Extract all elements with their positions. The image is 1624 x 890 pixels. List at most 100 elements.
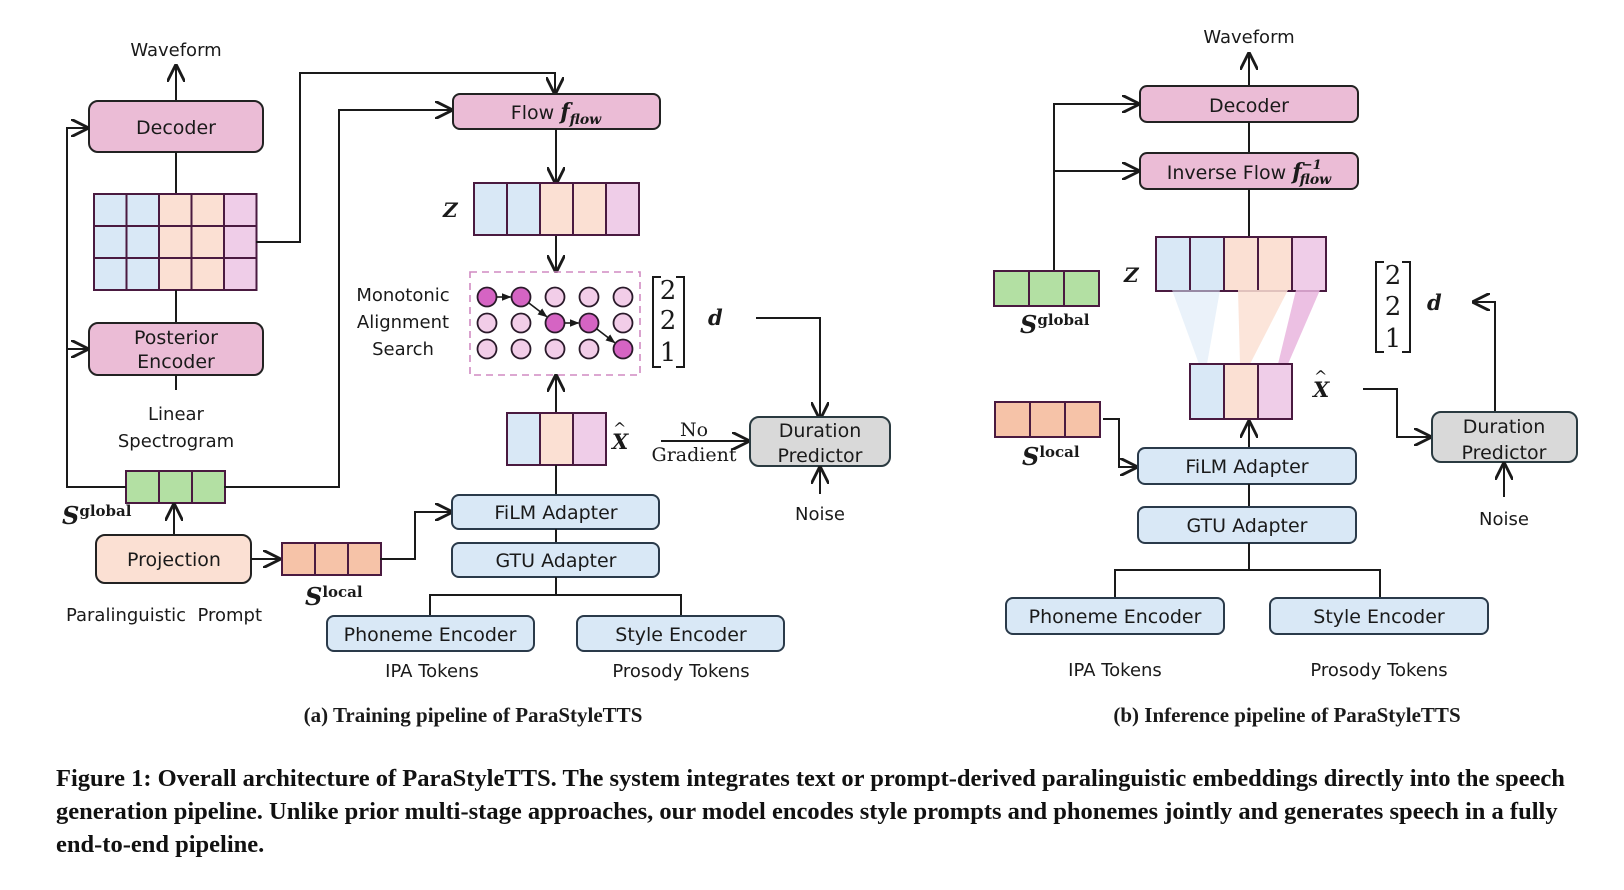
z-vector xyxy=(473,182,640,236)
xhat-cell xyxy=(1257,363,1293,420)
s-local-vector xyxy=(994,401,1101,438)
posterior-encoder-label-1: Posterior xyxy=(134,327,218,349)
phoneme-encoder-label: Phoneme Encoder xyxy=(344,624,517,646)
s-global-label: Sglobal xyxy=(62,501,132,530)
mas-dashed-box xyxy=(469,271,641,376)
sglobal-cell xyxy=(993,270,1030,307)
grid-cell xyxy=(223,193,258,227)
training-pipeline: Waveform Decoder Posterior Encoder Linea… xyxy=(62,40,891,727)
s-local-label: Slocal xyxy=(1022,442,1080,471)
training-film-adapter-block: FiLM Adapter xyxy=(451,494,660,530)
inference-film-adapter-block: FiLM Adapter xyxy=(1137,447,1357,485)
sglobal-to-decoder-arrow xyxy=(1053,104,1138,270)
hat-mark: ^ xyxy=(613,419,626,438)
inference-waveform-label: Waveform xyxy=(1203,27,1294,48)
training-phoneme-encoder-block: Phoneme Encoder xyxy=(326,615,535,652)
noise-label: Noise xyxy=(1479,509,1529,530)
z-label: Z xyxy=(1123,263,1140,287)
inference-subtitle: (b) Inference pipeline of ParaStyleTTS xyxy=(1113,703,1460,727)
duration-predictor-label-2: Predictor xyxy=(1462,442,1547,464)
z-cell xyxy=(539,182,574,236)
inference-gtu-adapter-block: GTU Adapter xyxy=(1137,506,1357,544)
x-hat-label: X xyxy=(1311,377,1330,402)
duration-predictor-label-1: Duration xyxy=(779,420,862,442)
alignment-node-active xyxy=(612,338,634,360)
z-cell xyxy=(473,182,508,236)
xhat-to-duration-predictor-arrow xyxy=(1363,388,1430,437)
posterior-encoder-block: Posterior Encoder xyxy=(88,322,264,376)
alignment-node-active xyxy=(578,312,600,334)
sglobal-to-decoder-arrow xyxy=(66,128,126,488)
ipa-tokens-label: IPA Tokens xyxy=(385,661,479,682)
z-cell xyxy=(1291,236,1327,292)
alignment-node xyxy=(612,286,634,308)
no-gradient-label-1: No xyxy=(680,419,708,441)
alignment-node xyxy=(544,338,566,360)
z-label: Z xyxy=(442,198,459,222)
alignment-path-arrow xyxy=(596,328,616,344)
z-cell xyxy=(572,182,607,236)
training-subtitle: (a) Training pipeline of ParaStyleTTS xyxy=(304,703,643,727)
x-hat-vector xyxy=(1189,363,1293,420)
duration-value: 2 xyxy=(1385,292,1402,322)
training-waveform-label: Waveform xyxy=(130,40,221,61)
d-label: d xyxy=(1427,290,1442,315)
duration-value: 2 xyxy=(1385,261,1402,291)
hat-mark: ^ xyxy=(1314,367,1327,386)
z-cell xyxy=(1257,236,1293,292)
slocal-cell xyxy=(314,542,349,576)
alignment-node xyxy=(476,312,498,334)
alignment-node xyxy=(510,312,532,334)
slocal-cell xyxy=(1064,401,1101,438)
grid-cell xyxy=(158,257,193,291)
phoneme-encoder-label: Phoneme Encoder xyxy=(1029,606,1202,628)
slocal-to-film-arrow xyxy=(1103,418,1136,467)
duration-predictor-to-d-arrow xyxy=(1474,302,1496,413)
duration-value: 2 xyxy=(660,276,677,306)
training-duration-predictor-block: Duration Predictor xyxy=(749,416,891,467)
grid-cell xyxy=(190,193,225,227)
s-global-vector xyxy=(125,470,226,504)
grid-cell xyxy=(125,193,160,227)
z-cell xyxy=(506,182,541,236)
expansion-beam-pink xyxy=(1278,290,1320,364)
posterior-encoder-label-2: Encoder xyxy=(137,351,215,373)
slocal-cell xyxy=(347,542,382,576)
mas-label-3: Search xyxy=(372,339,434,360)
inference-duration-vector: 2 2 1 xyxy=(1375,261,1411,354)
xhat-cell xyxy=(506,412,541,466)
training-decoder-block: Decoder xyxy=(88,100,264,153)
z-vector xyxy=(1155,236,1327,292)
xhat-cell xyxy=(1223,363,1259,420)
s-local-vector xyxy=(281,542,382,576)
xhat-cell xyxy=(572,412,607,466)
grid-cell xyxy=(190,257,225,291)
z-cell xyxy=(605,182,640,236)
encoder-branch-connector xyxy=(1114,569,1381,598)
gtu-adapter-label: GTU Adapter xyxy=(1187,515,1308,537)
alignment-node xyxy=(578,286,600,308)
grid-cell xyxy=(125,225,160,259)
film-adapter-label: FiLM Adapter xyxy=(1185,456,1308,478)
alignment-node xyxy=(476,338,498,360)
z-cell xyxy=(1223,236,1259,292)
projection-label: Projection xyxy=(127,549,221,571)
style-encoder-label: Style Encoder xyxy=(1313,606,1445,628)
inference-phoneme-encoder-block: Phoneme Encoder xyxy=(1005,597,1225,635)
grid-to-flow-arrow xyxy=(256,72,555,243)
figure-caption: Figure 1: Overall architecture of ParaSt… xyxy=(56,765,1565,858)
grid-cell xyxy=(125,257,160,291)
sglobal-cell xyxy=(191,470,226,504)
alignment-path-arrow xyxy=(528,302,548,318)
grid-cell xyxy=(223,257,258,291)
mas-label-2: Alignment xyxy=(357,312,449,333)
alignment-node-active xyxy=(544,312,566,334)
grid-cell xyxy=(93,193,128,227)
mas-label-1: Monotonic xyxy=(356,285,449,306)
expansion-beam-blue xyxy=(1172,290,1220,364)
duration-predictor-label-1: Duration xyxy=(1463,416,1546,438)
alignment-node-active xyxy=(510,286,532,308)
